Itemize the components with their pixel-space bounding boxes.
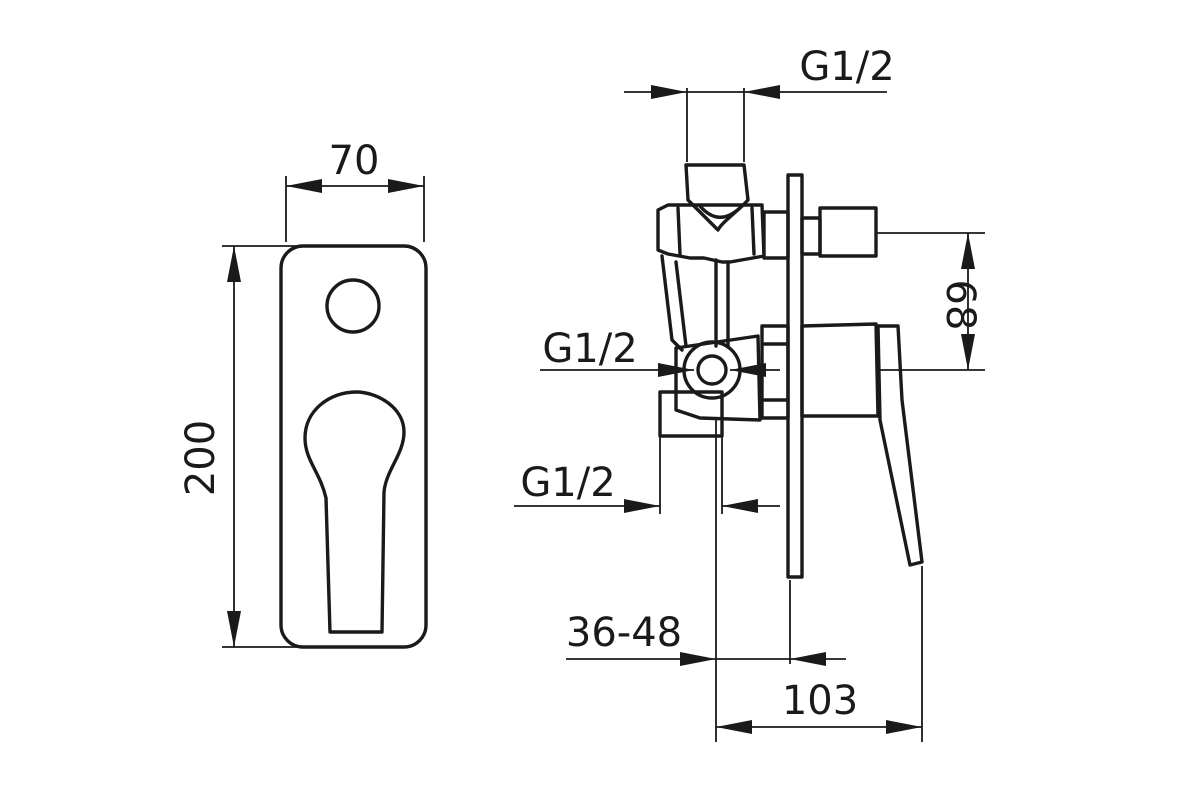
dimension-thread-top-label: G1/2 xyxy=(799,44,894,90)
dimension-thread-side-label: G1/2 xyxy=(542,326,637,372)
dimension-depth-103-label: 103 xyxy=(782,678,858,724)
front-view: 70 200 xyxy=(178,138,428,649)
side-view: G1/2 68 G1/2 G1/2 xyxy=(514,44,985,742)
diverter-knob xyxy=(325,278,381,334)
top-outlet-nut xyxy=(818,206,878,258)
top-outlet xyxy=(800,216,822,256)
dimension-thread-top: G1/2 xyxy=(624,44,895,162)
mixer-lever xyxy=(303,390,406,634)
dimension-height-68-label: 68 xyxy=(937,280,983,331)
cover-plate xyxy=(279,244,428,649)
upper-stub xyxy=(762,210,790,260)
side-lever xyxy=(876,324,924,567)
lower-valve-body xyxy=(674,334,762,422)
dimension-height-label: 200 xyxy=(178,420,224,496)
dimension-depth-range: 36-48 xyxy=(566,420,846,742)
side-inlet-inner xyxy=(696,354,728,386)
dimension-height-68: 68 xyxy=(876,232,985,371)
dimension-height: 200 xyxy=(178,245,306,648)
dimension-thread-bottom: G1/2 xyxy=(514,436,780,514)
dimension-thread-side: G1/2 xyxy=(540,326,780,377)
inlet-pipe-left xyxy=(660,254,684,352)
wall-plate xyxy=(786,173,804,579)
dimension-width-label: 70 xyxy=(329,138,380,184)
dimension-depth-range-label: 36-48 xyxy=(566,610,682,656)
bottom-inlet xyxy=(658,390,724,438)
cartridge-housing xyxy=(800,322,880,418)
dimension-thread-bottom-label: G1/2 xyxy=(520,460,615,506)
dimension-width: 70 xyxy=(285,138,425,242)
top-valve-cap xyxy=(684,163,750,232)
dimension-depth-103: 103 xyxy=(716,566,923,742)
